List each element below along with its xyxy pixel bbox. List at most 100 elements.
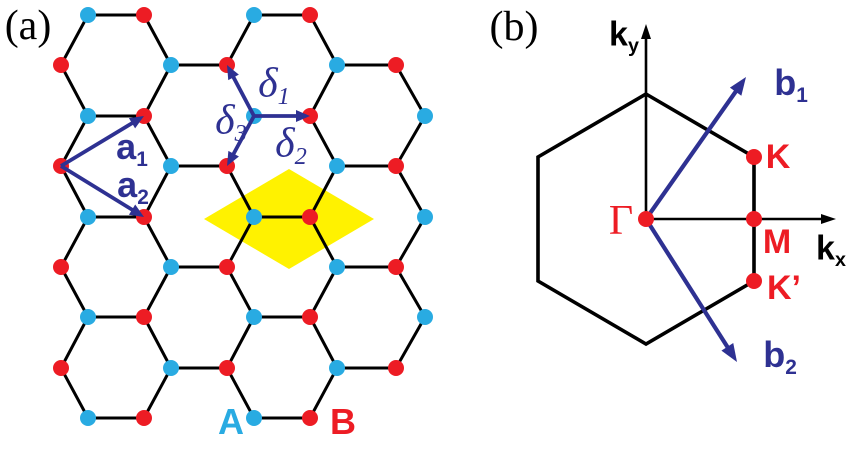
a2-arrow [60, 164, 144, 217]
sublattice-b-label: B [330, 404, 356, 440]
atom-A [80, 7, 96, 23]
delta2-label: δ2 [275, 122, 307, 169]
lattice-bond [59, 114, 90, 168]
atom-A [80, 309, 96, 325]
b1-label: b1 [774, 65, 808, 107]
delta1-label-text: δ [258, 60, 278, 107]
atom-B [136, 309, 152, 325]
a2-label-subscript: 2 [137, 185, 149, 209]
b2-label: b2 [763, 337, 797, 379]
delta2-label-subscript: 2 [294, 143, 307, 171]
delta1-arrow-shaft [228, 70, 256, 117]
lattice-bond [59, 13, 90, 67]
a2-arrow-head [128, 204, 144, 217]
b1-label-text: b [774, 62, 797, 104]
atom-A [246, 7, 262, 23]
lattice-bond [308, 114, 339, 168]
atom-A [417, 209, 433, 225]
Kprime-label: K’ [767, 271, 801, 305]
a1-arrow-shaft [60, 117, 139, 168]
lattice-bond [59, 215, 90, 269]
b2-label-subscript: 2 [785, 355, 797, 379]
lattice-bond [59, 265, 90, 319]
lattice-bond [142, 265, 173, 319]
ky-axis-arrow [641, 24, 651, 219]
lattice-bond [142, 13, 173, 67]
a1-arrow-head [128, 116, 144, 129]
panel-b-tag: (b) [490, 6, 539, 48]
b1-arrow-shaft [644, 83, 743, 221]
b2-label-text: b [763, 334, 786, 376]
delta3-label-text: δ [215, 97, 235, 144]
lattice-bond [59, 315, 90, 370]
atom-A [329, 259, 345, 275]
atom-A [163, 259, 179, 275]
bz-high-symmetry-points [638, 149, 762, 289]
lattice-bond [142, 164, 173, 219]
kx-axis-arrow-head [821, 214, 836, 224]
lattice-bond [142, 114, 173, 168]
atom-A [246, 410, 262, 426]
kx-axis-arrow [646, 214, 836, 224]
delta1-arrow-head [227, 65, 239, 81]
kx-label: kx [816, 231, 846, 270]
atom-A [163, 158, 179, 174]
atom-B [302, 309, 318, 325]
sublattice-a-label: A [218, 404, 244, 440]
b1-label-subscript: 1 [796, 83, 808, 107]
lattice-bond [59, 63, 90, 118]
lattice-bond [394, 215, 427, 269]
lattice-bond [308, 265, 339, 319]
sublattice-a-label-text: A [218, 401, 244, 442]
delta2-arrow-head [296, 110, 310, 122]
atom-A [329, 57, 345, 73]
a1-arrow [60, 116, 144, 168]
lattice-bond [308, 63, 339, 118]
b2-arrow [644, 217, 737, 362]
panel-b-tag-text: (b) [489, 4, 539, 50]
lattice-bond [142, 63, 173, 118]
lattice-bond [394, 114, 427, 168]
delta1-label-subscript: 1 [277, 83, 290, 111]
a2-arrow-shaft [60, 164, 140, 215]
K-label: K [766, 140, 791, 174]
Kprime-label-text: K’ [767, 269, 801, 307]
atom-B [302, 209, 318, 225]
panel-a-tag: (a) [5, 5, 52, 47]
lattice-bond [225, 215, 256, 269]
lattice-bond [308, 366, 339, 420]
lattice-bond [308, 13, 339, 67]
ky-label-text: k [609, 15, 628, 54]
gamma-label-text: Γ [608, 198, 634, 244]
atom-A [417, 108, 433, 124]
lattice-bond [225, 315, 256, 370]
atom-B [136, 410, 152, 426]
atom-B [53, 57, 69, 73]
lattice-bond [308, 215, 339, 269]
atom-B [219, 360, 235, 376]
atom-A [417, 309, 433, 325]
a2-label: a2 [117, 167, 149, 209]
b2-arrow-head [721, 343, 737, 362]
lattice-bond [225, 366, 256, 420]
atom-A [246, 209, 262, 225]
atom-A [80, 410, 96, 426]
atom-B [302, 7, 318, 23]
K-label-text: K [765, 138, 791, 176]
a1-label-text: a [116, 126, 137, 168]
atom-A [163, 360, 179, 376]
atom-B [388, 57, 404, 73]
lattice-bond [394, 164, 427, 219]
bz-point-Kprime [746, 273, 762, 289]
M-label: M [763, 225, 791, 259]
lattice-bond [225, 164, 256, 219]
kx-label-subscript: x [834, 248, 846, 271]
delta2-arrow [254, 110, 310, 122]
atom-A [80, 108, 96, 124]
atom-B [388, 158, 404, 174]
delta2-label-text: δ [275, 120, 295, 167]
atom-A [329, 158, 345, 174]
lattice-bond [142, 315, 173, 370]
atom-B [53, 259, 69, 275]
delta3-arrow-shaft [228, 115, 256, 161]
